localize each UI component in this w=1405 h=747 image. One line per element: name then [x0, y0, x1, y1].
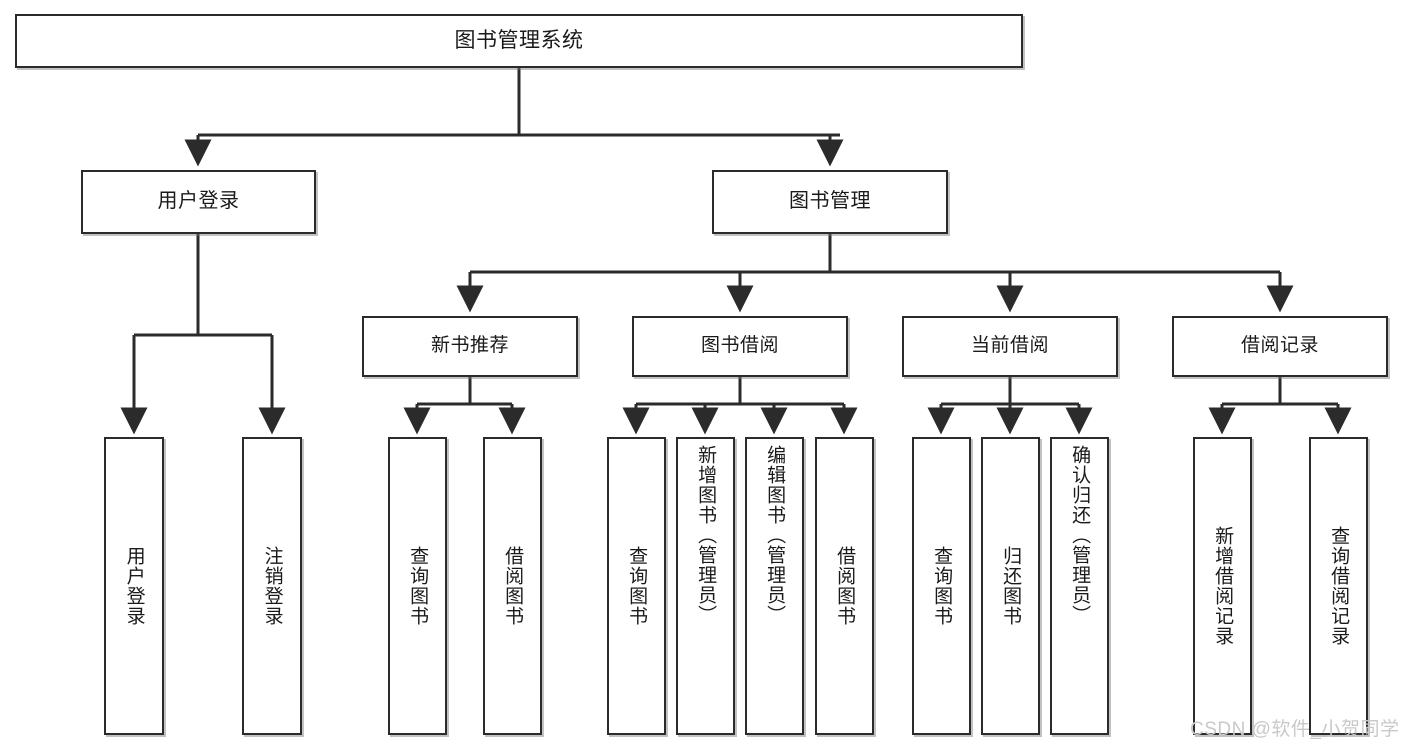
node-book-management[interactable]: 图书管理	[712, 170, 948, 234]
node-label: 借阅记录	[1240, 335, 1319, 357]
node-user-login[interactable]: 用户登录	[81, 170, 316, 234]
leaf-book-borrow-query-book[interactable]: 查询图书	[607, 437, 666, 735]
node-label: 图书借阅	[700, 335, 779, 357]
leaf-current-borrow-query-book[interactable]: 查询图书	[912, 437, 971, 735]
node-label: 编辑图书（管理员）	[764, 445, 786, 625]
node-label: 注销登录	[261, 546, 283, 626]
leaf-user-login-logout[interactable]: 注销登录	[242, 437, 302, 735]
node-current-borrow[interactable]: 当前借阅	[902, 316, 1118, 377]
node-label: 借阅图书	[834, 546, 856, 626]
node-label: 新增图书（管理员）	[695, 445, 717, 625]
leaf-new-book-query-book[interactable]: 查询图书	[388, 437, 447, 735]
node-label: 用户登录	[157, 190, 240, 213]
node-label: 归还图书	[1000, 546, 1022, 626]
node-borrow-record[interactable]: 借阅记录	[1172, 316, 1388, 377]
node-label: 查询借阅记录	[1328, 526, 1350, 646]
leaf-book-borrow-edit-book-admin[interactable]: 编辑图书（管理员）	[745, 437, 804, 735]
leaf-user-login-login[interactable]: 用户登录	[104, 437, 164, 735]
node-book-borrow[interactable]: 图书借阅	[632, 316, 848, 377]
node-label: 新书推荐	[430, 335, 509, 357]
leaf-new-book-borrow-book[interactable]: 借阅图书	[483, 437, 542, 735]
csdn-watermark: CSDN @软件_小贺同学	[1190, 719, 1400, 740]
node-label: 确认归还（管理员）	[1069, 445, 1091, 625]
leaf-borrow-record-add-record[interactable]: 新增借阅记录	[1193, 437, 1252, 735]
node-label: 查询图书	[931, 546, 953, 626]
leaf-book-borrow-borrow-book[interactable]: 借阅图书	[815, 437, 874, 735]
node-label: 当前借阅	[970, 335, 1049, 357]
node-label: 图书管理	[789, 190, 871, 213]
node-label: 新增借阅记录	[1212, 526, 1234, 646]
node-label: 查询图书	[626, 546, 648, 626]
node-label: 用户登录	[123, 546, 145, 626]
node-label: 图书管理系统	[454, 28, 584, 52]
node-label: 借阅图书	[502, 546, 524, 626]
leaf-current-borrow-return-book[interactable]: 归还图书	[981, 437, 1040, 735]
leaf-current-borrow-confirm-return-admin[interactable]: 确认归还（管理员）	[1050, 437, 1109, 735]
node-root-book-management-system[interactable]: 图书管理系统	[15, 14, 1023, 68]
leaf-book-borrow-add-book-admin[interactable]: 新增图书（管理员）	[676, 437, 735, 735]
node-new-book-recommend[interactable]: 新书推荐	[362, 316, 578, 377]
node-label: 查询图书	[407, 546, 429, 626]
leaf-borrow-record-query-record[interactable]: 查询借阅记录	[1309, 437, 1368, 735]
